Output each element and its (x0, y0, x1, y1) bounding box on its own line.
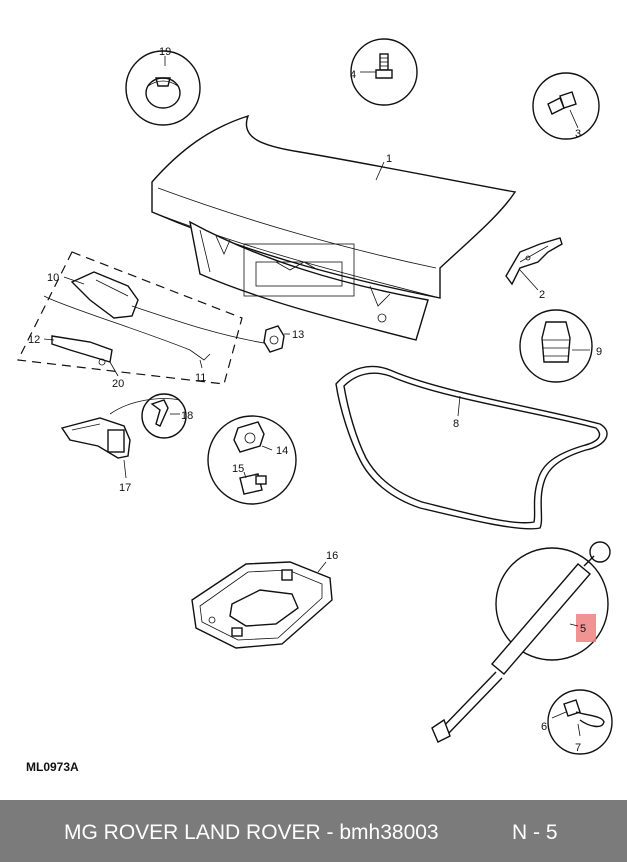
part-19-grommet (125, 50, 201, 126)
callout-15: 15 (232, 463, 244, 475)
callout-4: 4 (350, 69, 356, 81)
callout-3: 3 (575, 128, 581, 140)
callout-14: 14 (276, 445, 288, 457)
part-5-gas-strut (431, 541, 611, 743)
part-2-hinge (505, 237, 563, 291)
part-6-7-clip (547, 689, 613, 755)
callout-19: 19 (159, 46, 171, 58)
footer-page-number: N - 5 (512, 821, 558, 844)
release-cable (131, 305, 271, 345)
callout-12: 12 (28, 334, 40, 346)
part-16-trim-panel (191, 561, 333, 649)
callout-11: 11 (195, 372, 206, 384)
callout-10: 10 (47, 272, 59, 284)
part-13-bolt (263, 325, 290, 353)
callout-17: 17 (119, 482, 131, 494)
callout-5: 5 (580, 623, 586, 635)
callout-8: 8 (453, 418, 459, 430)
part-4-bolt (350, 38, 418, 106)
part-17-18-latch (60, 393, 187, 479)
callout-20: 20 (112, 378, 124, 390)
callout-2: 2 (539, 289, 545, 301)
part-9-buffer (519, 309, 593, 383)
callout-16: 16 (326, 550, 338, 562)
latch-group-dashed-box (17, 251, 243, 385)
part-14-15-fixings (207, 415, 297, 505)
part-3-bolt (532, 72, 600, 140)
callout-1: 1 (386, 153, 392, 165)
callout-13: 13 (292, 329, 304, 341)
callout-18: 18 (181, 410, 193, 422)
diagram-code: ML0973A (26, 760, 79, 774)
callout-9: 9 (596, 346, 602, 358)
footer-title: MG ROVER LAND ROVER - bmh38003 (64, 821, 439, 844)
callout-6: 6 (541, 721, 547, 733)
footer-bar: MG ROVER LAND ROVER - bmh38003 N - 5 (0, 800, 627, 862)
part-1-boot-lid (151, 114, 517, 341)
callout-7: 7 (575, 742, 581, 754)
part-8-seal (335, 365, 608, 530)
parts-diagram: 19 4 3 1 2 10 13 12 9 11 20 8 18 14 15 1… (17, 38, 613, 755)
